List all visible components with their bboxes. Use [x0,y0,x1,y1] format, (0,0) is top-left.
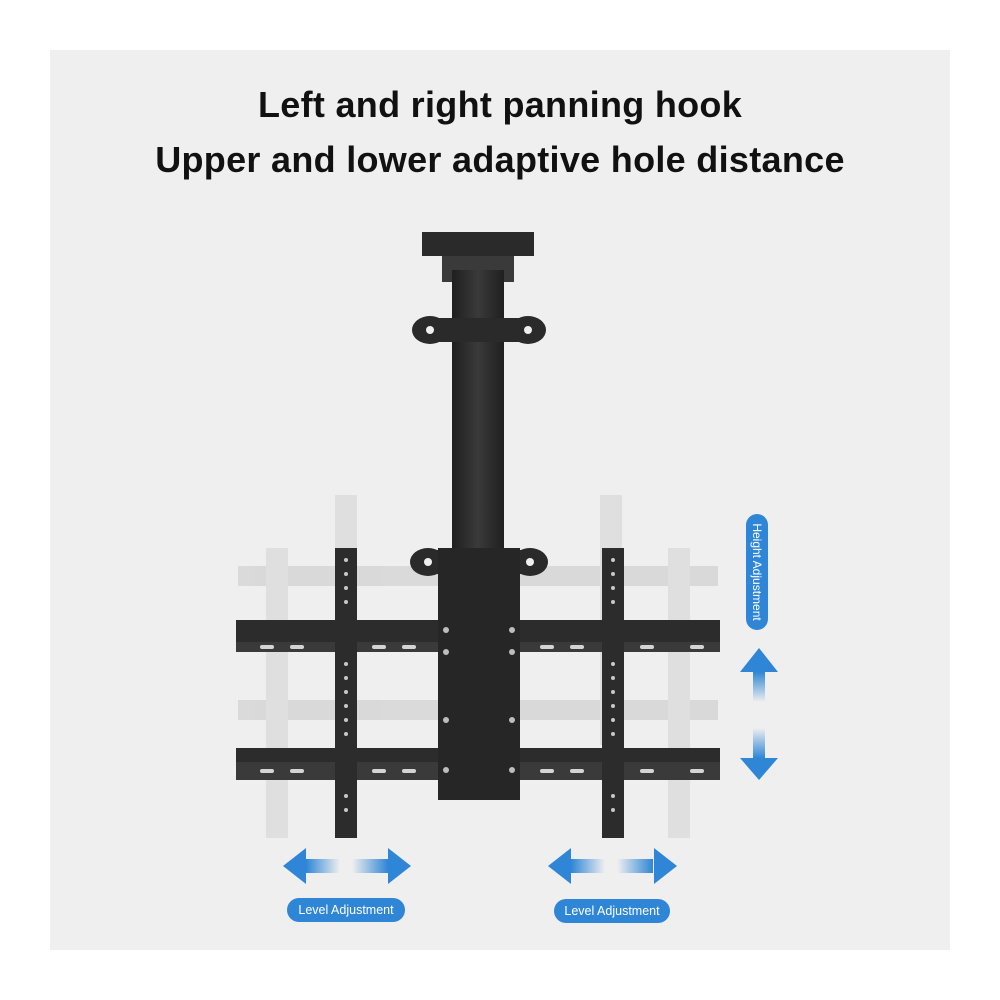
arrow-up-icon [740,648,778,702]
arrow-right-icon [617,848,677,884]
level-adjustment-badge-right: Level Adjustment [554,899,670,923]
arrow-right-icon [352,848,411,884]
headline-line-2: Upper and lower adaptive hole distance [155,139,845,180]
level-adjustment-badge-left: Level Adjustment [287,898,405,922]
level-adjustment-label-left: Level Adjustment [298,903,394,917]
height-adjustment-badge: Height Adjustment [746,514,768,630]
arrow-left-icon [283,848,340,884]
level-adjustment-label-right: Level Adjustment [564,904,660,918]
arrow-left-icon [548,848,605,884]
vertical-arms [335,548,624,838]
ceiling-pole [410,232,548,800]
headline-line-1: Left and right panning hook [257,84,743,125]
arrow-down-icon [740,728,778,780]
height-adjustment-label: Height Adjustment [750,523,764,621]
